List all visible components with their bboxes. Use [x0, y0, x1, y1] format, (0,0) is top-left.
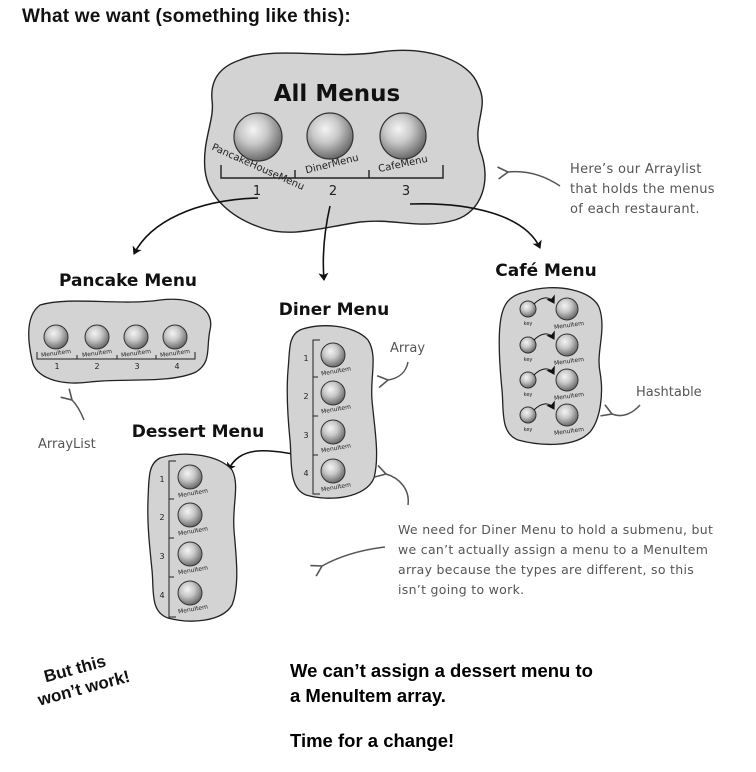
dessert-menu-blob — [147, 453, 238, 622]
note-line: We need for Diner Menu to hold a submenu… — [398, 522, 714, 537]
diner-index: 1 — [303, 354, 308, 363]
array-note-arrow — [376, 361, 409, 389]
arrow-to-diner — [318, 205, 331, 281]
arrow-to-pancake — [132, 197, 259, 255]
arraylist-all-note-arrow — [497, 166, 561, 187]
arraylist-all-note: Here’s our Arraylist that holds the menu… — [570, 160, 715, 220]
array-note: Array — [390, 341, 425, 356]
cafe-item-label: MenuItem — [554, 320, 585, 331]
diner-index: 4 — [303, 469, 308, 478]
cafe-key-label: key — [524, 392, 533, 398]
pancake-item-label: MenuItem — [41, 348, 72, 359]
change-text: Time for a change! — [290, 730, 455, 751]
arraylist-note-arrow — [60, 388, 85, 421]
cafe-key-label: key — [524, 357, 533, 363]
diner-menu-blob — [286, 325, 378, 499]
dessert-index: 1 — [159, 475, 164, 484]
dessert-menu-balls — [177, 464, 203, 606]
note-line: Here’s our Arraylist — [570, 162, 702, 177]
pancake-menu-bracket — [36, 352, 196, 360]
all-menus-bracket — [220, 165, 444, 179]
all-menus-title: All Menus — [274, 81, 401, 107]
cafe-menu-title: Café Menu — [495, 261, 596, 281]
dessert-index: 3 — [159, 552, 164, 561]
diner-menu-title: Diner Menu — [279, 300, 390, 320]
submenu-note-arrow-left — [310, 546, 386, 577]
all-menus-index: 3 — [402, 184, 410, 199]
diner-menu-bracket — [312, 339, 320, 495]
cafe-menu-mapping-arrows — [533, 294, 555, 411]
diner-index: 3 — [303, 431, 308, 440]
diner-index: 2 — [303, 392, 308, 401]
pancake-menu-title: Pancake Menu — [59, 271, 197, 291]
submenu-note: We need for Diner Menu to hold a submenu… — [398, 520, 713, 600]
arraylist-note: ArrayList — [38, 437, 96, 452]
pancake-item-label: MenuItem — [121, 348, 152, 359]
cafe-menu-blob — [498, 287, 603, 446]
pancake-index: 2 — [94, 362, 99, 371]
dessert-index: 2 — [159, 513, 164, 522]
connector-arrows — [132, 197, 542, 471]
page-heading: What we want (something like this): — [22, 6, 351, 27]
cafe-item-label: MenuItem — [554, 356, 585, 367]
submenu-note-arrow-up — [374, 464, 409, 506]
pancake-menu-balls — [43, 324, 188, 350]
all-menus-balls — [233, 112, 427, 162]
pancake-menu-blob — [28, 298, 212, 384]
dessert-index: 4 — [159, 591, 164, 600]
pancake-index: 4 — [174, 362, 179, 371]
cafe-key-label: key — [524, 427, 533, 433]
diner-menu-balls — [320, 342, 346, 484]
conclusion-line: a MenuItem array. — [290, 685, 446, 706]
cafe-item-label: MenuItem — [554, 391, 585, 402]
conclusion-text: We can’t assign a dessert menu to a Menu… — [290, 658, 593, 708]
pancake-item-label: MenuItem — [160, 348, 191, 359]
pancake-index: 1 — [54, 362, 59, 371]
hashtable-note: Hashtable — [636, 385, 702, 400]
pancake-index: 3 — [134, 362, 139, 371]
note-line: isn’t going to work. — [398, 582, 525, 597]
dessert-menu-title: Dessert Menu — [132, 422, 265, 442]
note-line: that holds the menus — [570, 182, 715, 197]
cafe-menu-values — [555, 297, 579, 427]
dessert-menu-bracket — [168, 460, 176, 618]
hashtable-note-arrow — [600, 404, 641, 417]
all-menus-index: 2 — [329, 184, 337, 199]
note-line: of each restaurant. — [570, 202, 700, 217]
cafe-item-label: MenuItem — [554, 426, 585, 437]
note-line: array because the types are different, s… — [398, 562, 695, 577]
note-line: we can’t actually assign a menu to a Men… — [398, 542, 709, 557]
conclusion-line: We can’t assign a dessert menu to — [290, 660, 593, 681]
pancake-item-label: MenuItem — [82, 348, 113, 359]
all-menus-index: 1 — [253, 184, 261, 199]
cafe-key-label: key — [524, 321, 533, 327]
arrow-to-cafe — [409, 203, 542, 249]
cafe-menu-keys — [519, 300, 537, 424]
